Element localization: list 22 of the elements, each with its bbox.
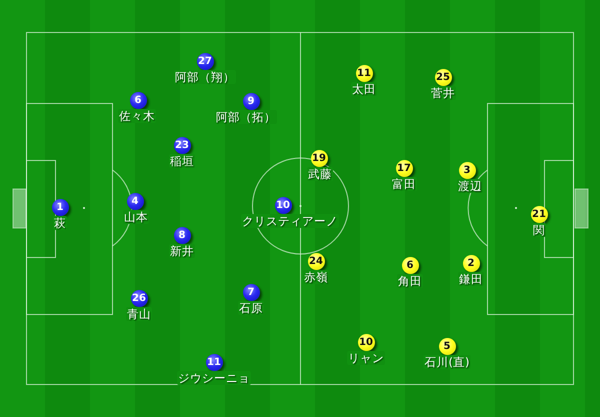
player-name: 山本 bbox=[123, 210, 149, 224]
player-name: クリスティアーノ bbox=[241, 214, 339, 228]
player-name: 青山 bbox=[126, 307, 152, 321]
player-name: ジウシーニョ bbox=[177, 371, 251, 385]
player-name: 石川(直) bbox=[424, 355, 470, 369]
player-name: 赤嶺 bbox=[303, 270, 329, 284]
player-name: 阿部（拓） bbox=[215, 110, 277, 124]
player-name: 菅井 bbox=[430, 86, 456, 100]
player-name: 佐々木 bbox=[118, 109, 156, 123]
player-name: 萩 bbox=[53, 216, 67, 230]
player-name: 渡辺 bbox=[457, 179, 483, 193]
player-name: 石原 bbox=[238, 301, 264, 315]
player-name: 角田 bbox=[397, 274, 423, 288]
player-name: 富田 bbox=[391, 177, 417, 191]
player-name: 新井 bbox=[169, 244, 195, 258]
player-name: リャン bbox=[347, 351, 385, 365]
player-name: 関 bbox=[532, 223, 546, 237]
player-name: 鎌田 bbox=[458, 272, 484, 286]
player-name: 阿部（翔） bbox=[174, 70, 236, 84]
player-name: 稲垣 bbox=[169, 154, 195, 168]
player-name: 太田 bbox=[351, 82, 377, 96]
player-name: 武藤 bbox=[307, 167, 333, 181]
